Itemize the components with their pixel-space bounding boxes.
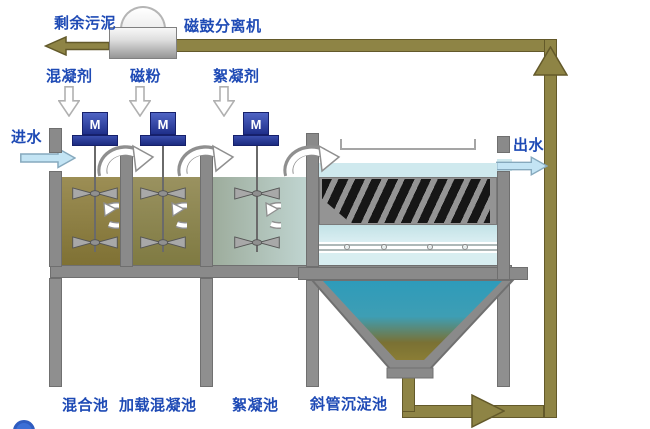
impeller-icon	[72, 187, 118, 200]
pipe-right-arrow-icon	[471, 394, 505, 428]
impeller-icon	[140, 236, 186, 249]
coagulant-label: 混凝剂	[46, 68, 93, 85]
clarifier-surface-water	[319, 163, 497, 177]
rotation-arrow-icon	[265, 202, 281, 229]
magnetic-powder-label: 磁粉	[130, 68, 162, 85]
inclined-tube-stripes-icon	[322, 179, 490, 223]
flocculant-label: 絮凝剂	[213, 68, 260, 85]
impeller-icon	[234, 187, 280, 200]
mixer-motor: M	[150, 112, 176, 135]
watermark-logo	[13, 420, 35, 429]
inclined-tube-clarifier-label: 斜管沉淀池	[310, 396, 388, 413]
support-leg	[49, 278, 62, 387]
drum-separator-label: 磁鼓分离机	[184, 18, 262, 35]
sludge-left-arrow-icon	[44, 36, 110, 56]
flocculation-tank-label: 絮凝池	[232, 397, 279, 414]
dosing-down-arrow-icon	[129, 86, 151, 117]
effluent-label: 出水	[513, 137, 545, 154]
stirrer-shaft	[94, 146, 96, 252]
effluent-trough	[340, 139, 476, 150]
right-wall	[497, 171, 510, 280]
mixer-motor: M	[243, 112, 269, 135]
dosing-down-arrow-icon	[58, 86, 80, 117]
impeller-icon	[72, 236, 118, 249]
mixer-motor-base	[233, 135, 279, 146]
sludge-hopper	[310, 280, 515, 379]
stirrer-shaft	[162, 146, 164, 252]
loading-coagulation-tank-label: 加载混凝池	[119, 397, 197, 414]
dosing-down-arrow-icon	[213, 86, 235, 117]
sludge-label: 剩余污泥	[54, 15, 117, 32]
influent-label: 进水	[11, 129, 43, 146]
clarifier-mid-water	[319, 225, 497, 242]
hopper-outlet-pipe	[402, 376, 415, 412]
mixer-motor: M	[82, 112, 108, 135]
overflow-arrow-icon	[97, 144, 155, 177]
impeller-icon	[234, 236, 280, 249]
rotation-arrow-icon	[103, 202, 119, 229]
collection-pipe	[319, 242, 497, 253]
stirrer-shaft	[256, 146, 258, 252]
collection-pipe-hole	[427, 244, 433, 250]
influent-arrow-icon	[20, 147, 76, 169]
mixer-motor-base	[72, 135, 118, 146]
tank-divider-wall-3	[306, 133, 319, 267]
overflow-arrow-icon	[177, 144, 235, 177]
pipe-up-arrow-icon	[533, 46, 568, 76]
left-wall-top	[49, 128, 62, 153]
collection-pipe-hole	[344, 244, 350, 250]
inclined-tube-media	[319, 177, 497, 225]
effluent-arrow-icon	[496, 155, 548, 177]
hopper-rim	[298, 267, 528, 280]
recycle-pipe-top	[176, 39, 557, 52]
mixing-tank-label: 混合池	[62, 397, 109, 414]
collection-pipe-hole	[381, 244, 387, 250]
rotation-arrow-icon	[171, 202, 187, 229]
clarifier-lower-water	[319, 253, 497, 265]
impeller-icon	[140, 187, 186, 200]
collection-pipe-hole	[462, 244, 468, 250]
support-leg	[200, 278, 213, 387]
left-wall	[49, 171, 62, 267]
overflow-arrow-icon	[283, 144, 341, 177]
right-wall-top	[497, 136, 510, 153]
magnetic-drum-separator	[109, 27, 177, 59]
mixer-motor-base	[140, 135, 186, 146]
recycle-pipe-right	[544, 39, 557, 418]
